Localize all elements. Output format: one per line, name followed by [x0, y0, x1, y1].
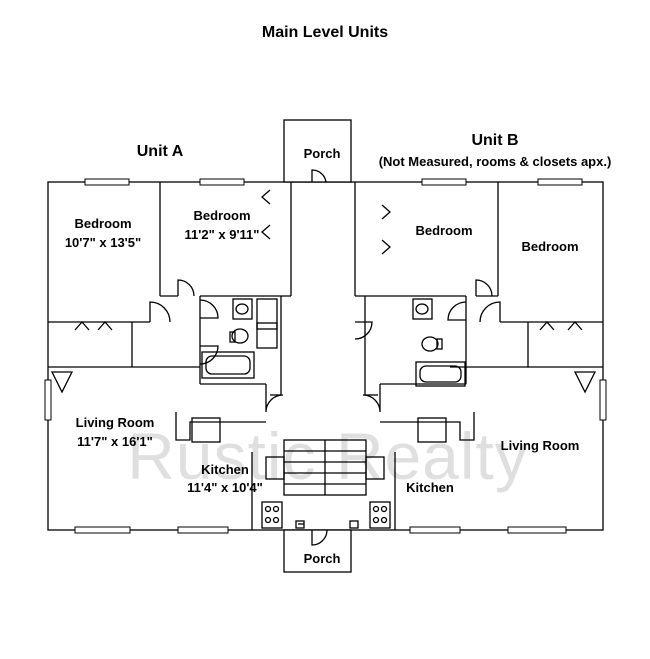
room-a-kitchen-dims: 11'4" x 10'4"	[187, 480, 263, 495]
room-b-living-label: Living Room	[500, 438, 580, 453]
room-a-bedroom1-dims: 10'7" x 13'5"	[64, 235, 142, 250]
room-a-bedroom2-dims: 11'2" x 9'11"	[184, 227, 260, 242]
room-a-living-dims: 11'7" x 16'1"	[77, 434, 153, 449]
front-door-swing	[311, 169, 327, 183]
unit-b-note: (Not Measured, rooms & closets apx.)	[378, 154, 612, 169]
room-b-bedroom1-label: Bedroom	[415, 223, 473, 238]
room-a-bedroom1-label: Bedroom	[74, 216, 132, 231]
unit-b-label: Unit B	[471, 132, 519, 149]
range-b	[369, 501, 391, 529]
unit-a-label: Unit A	[136, 143, 184, 160]
room-a-kitchen-label: Kitchen	[201, 462, 249, 477]
porch-top-label: Porch	[303, 146, 341, 161]
range-a	[261, 501, 283, 529]
room-a-bedroom2-label: Bedroom	[193, 208, 251, 223]
room-b-bedroom2-label: Bedroom	[521, 239, 579, 254]
porch-bottom-outline	[283, 529, 352, 573]
plan-title: Main Level Units	[261, 24, 389, 41]
porch-bottom-label: Porch	[303, 551, 341, 566]
sink-a	[232, 298, 253, 320]
room-b-kitchen-label: Kitchen	[406, 480, 454, 495]
bathtub-b	[415, 361, 466, 387]
sink-b	[412, 298, 433, 320]
bathtub-a	[201, 351, 255, 379]
watermark: Rustic Realty	[127, 419, 529, 493]
room-a-living-label: Living Room	[75, 415, 155, 430]
